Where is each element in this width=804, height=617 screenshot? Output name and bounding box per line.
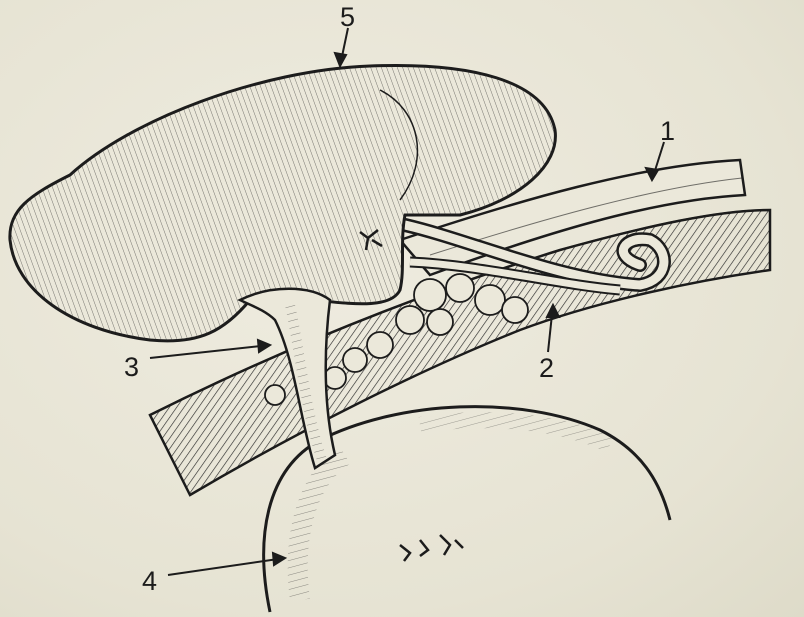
label-3: 3 xyxy=(124,352,139,382)
label-5: 5 xyxy=(340,2,355,32)
label-2: 2 xyxy=(539,353,554,383)
label-4: 4 xyxy=(142,566,157,596)
leader-3 xyxy=(150,345,270,358)
label-1: 1 xyxy=(660,116,675,146)
leader-4 xyxy=(168,558,285,575)
star-mark-lower xyxy=(400,535,463,561)
